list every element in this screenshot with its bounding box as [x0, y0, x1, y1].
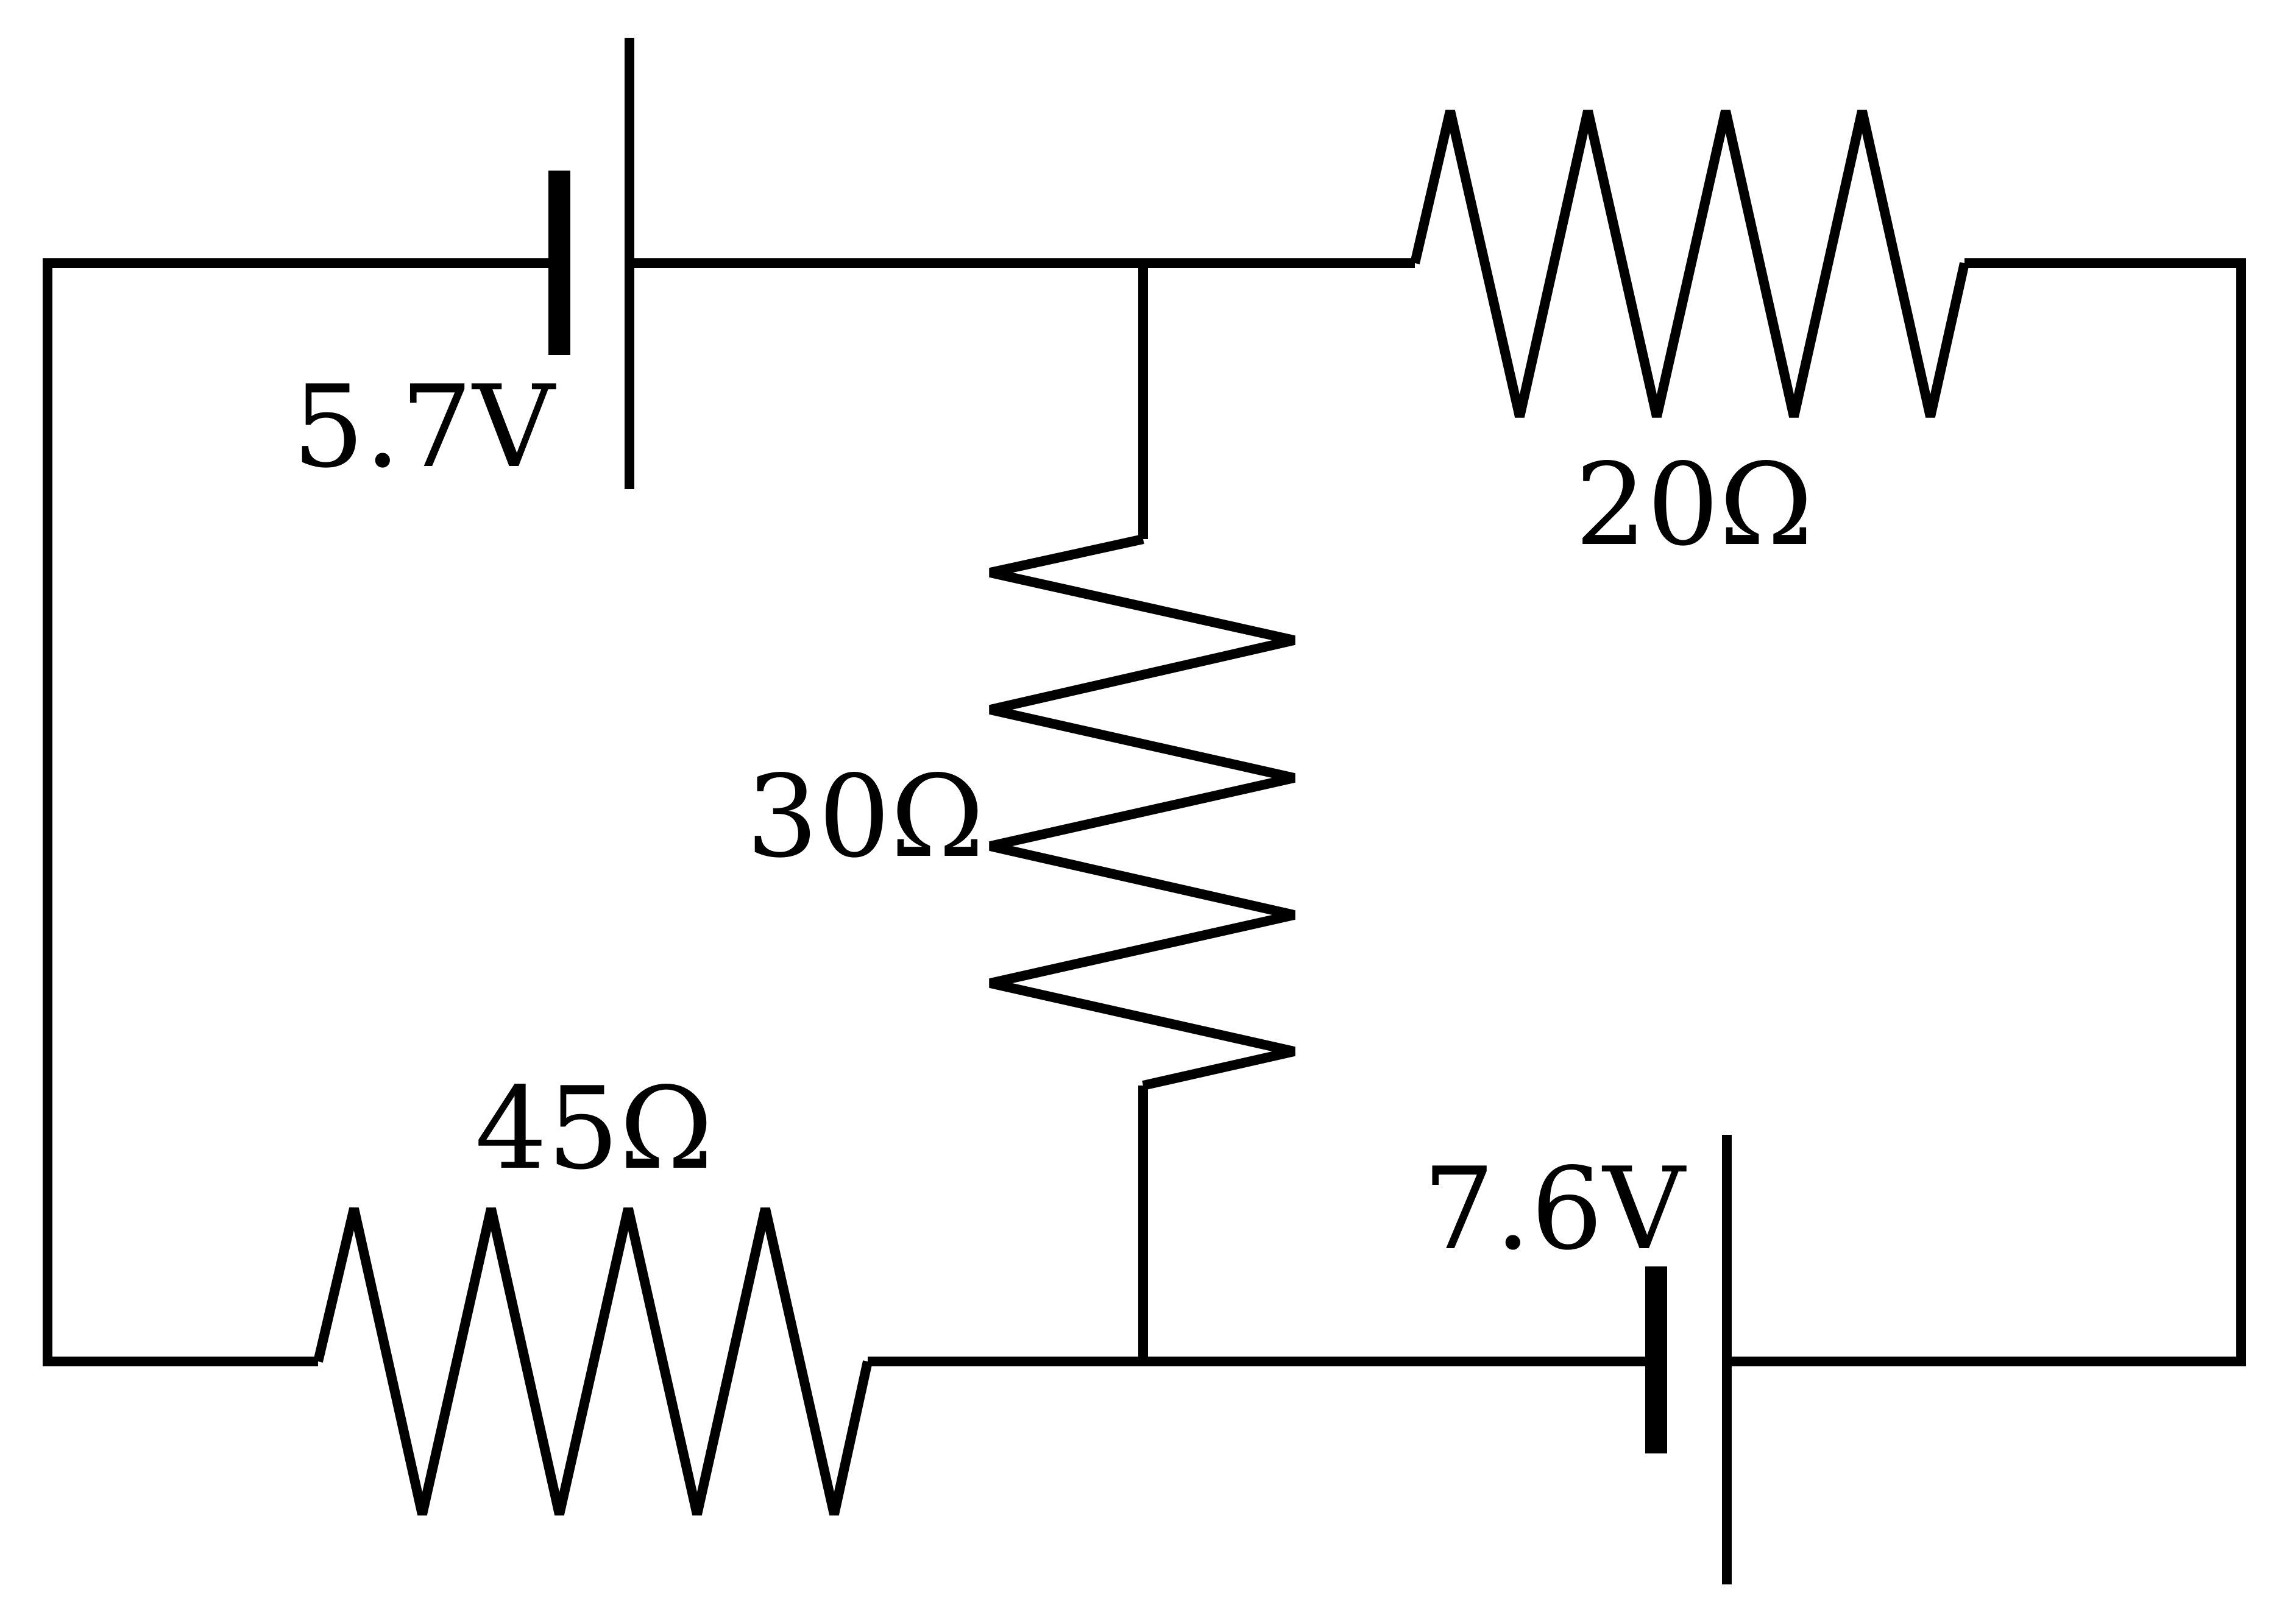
battery-bottom-label: 7.6V: [1423, 1143, 1687, 1275]
battery-top-label: 5.7V: [292, 361, 557, 493]
resistor-top-right: [1410, 110, 1969, 418]
battery-top: [548, 38, 634, 489]
resistor-bottom-left-label: 45Ω: [475, 1062, 714, 1195]
resistor-top-right-label: 20Ω: [1575, 439, 1813, 571]
battery-bottom: [1645, 1135, 1732, 1584]
resistor-middle: [989, 534, 1295, 1090]
resistor-middle-label: 30Ω: [746, 750, 985, 883]
resistor-bottom-left: [313, 1207, 873, 1516]
wire-right-loop: [1727, 258, 2246, 1366]
wire-left-loop: [43, 258, 559, 1366]
wires: [43, 258, 2246, 1366]
